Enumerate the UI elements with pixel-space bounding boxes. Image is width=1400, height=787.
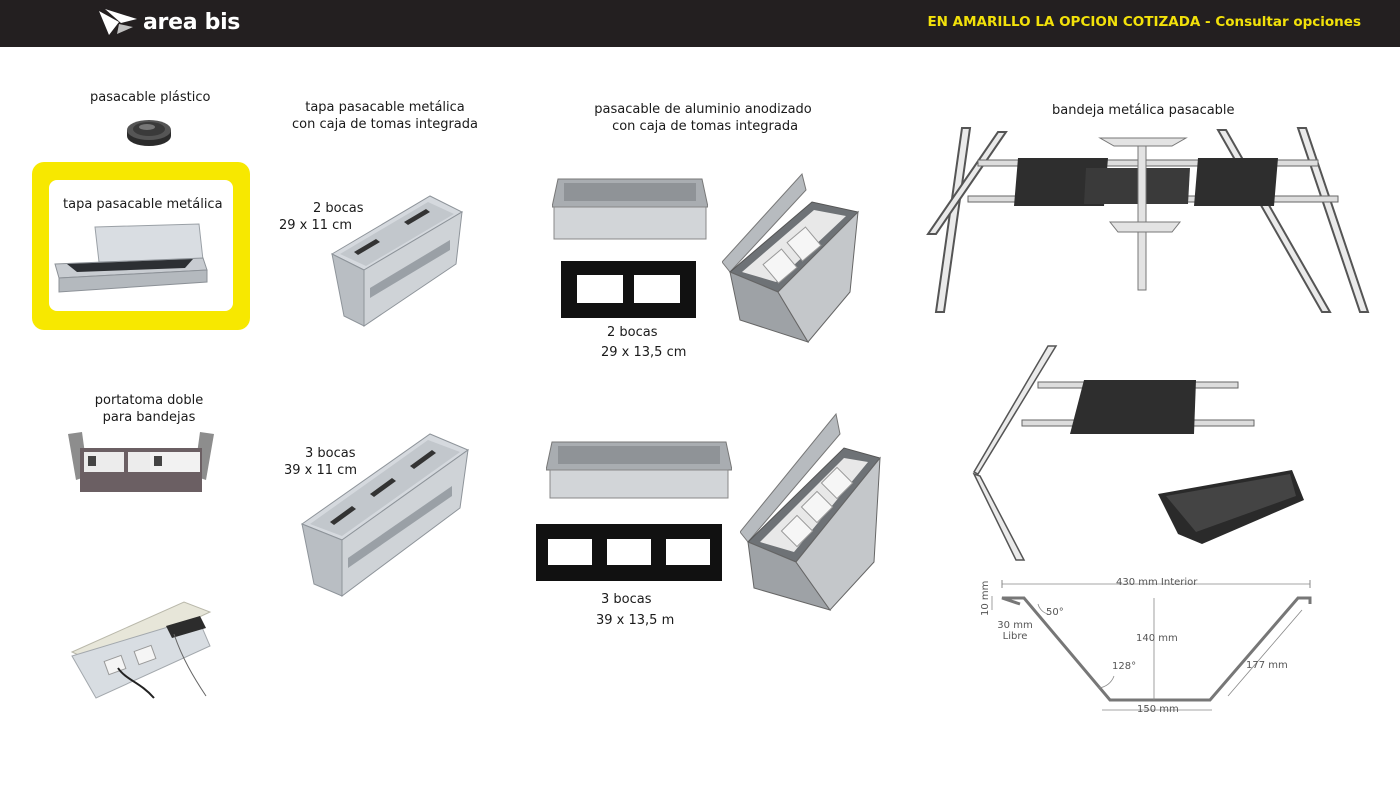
tray-bottom-angle-label: 128° xyxy=(1112,661,1137,672)
tray-free-label: 30 mm Libre xyxy=(997,620,1033,642)
header-bar: area bis EN AMARILLO LA OPCION COTIZADA … xyxy=(0,0,1400,47)
aluminum-2-open-image xyxy=(722,172,862,344)
dual-outlet-tray-image xyxy=(66,430,216,496)
tray-base-label: 150 mm xyxy=(1137,704,1179,715)
dual-outlet-title: portatoma doble para bandejas xyxy=(94,393,204,425)
brand-name: area bis xyxy=(143,9,241,35)
desk-frame-tray-image xyxy=(918,124,1390,320)
aluminum-2-size: 29 x 13,5 cm xyxy=(601,345,687,360)
plastic-grommet-image xyxy=(125,116,173,150)
tray-top-angle-label: 50° xyxy=(1046,607,1064,618)
tray-width-label: 430 mm Interior xyxy=(1116,577,1198,588)
aluminum-2-cutout-image xyxy=(561,261,696,318)
metal-tray-title: bandeja metálica pasacable xyxy=(1052,103,1235,118)
brand-logo[interactable]: area bis xyxy=(97,6,240,38)
aluminum-3-size: 39 x 13,5 m xyxy=(596,613,675,628)
metal-lid-title: tapa pasacable metálica xyxy=(63,197,223,212)
aluminum-3-closed-image xyxy=(546,440,732,500)
tray-depth-label: 140 mm xyxy=(1136,633,1178,644)
quote-banner: EN AMARILLO LA OPCION COTIZADA - Consult… xyxy=(927,14,1361,30)
tray-side-label: 177 mm xyxy=(1246,660,1288,671)
lid-2-outlets-count: 2 bocas xyxy=(313,201,364,216)
plastic-grommet-title: pasacable plástico xyxy=(90,90,211,105)
desk-frame-side-image xyxy=(972,344,1256,562)
aluminum-3-cutout-image xyxy=(536,524,722,581)
tray-detail-image xyxy=(1156,470,1306,546)
lid-3-outlets-count: 3 bocas xyxy=(305,446,356,461)
desk-grommet-open-image xyxy=(66,598,212,702)
aluminum-3-count: 3 bocas xyxy=(601,592,652,607)
tray-lip-label: 10 mm xyxy=(980,580,991,616)
lid-2-outlets-size: 29 x 11 cm xyxy=(279,218,352,233)
lid-with-outlets-title: tapa pasacable metálica con caja de toma… xyxy=(292,100,478,132)
tray-section-diagram xyxy=(980,576,1320,718)
aluminum-grommet-title: pasacable de aluminio anodizado con caja… xyxy=(594,102,812,134)
aluminum-3-open-image xyxy=(740,412,884,612)
area-bis-logo-icon xyxy=(99,9,137,35)
metal-lid-image xyxy=(53,222,209,298)
lid-2-outlets-image xyxy=(330,194,464,330)
lid-3-outlets-size: 39 x 11 cm xyxy=(284,463,357,478)
lid-3-outlets-image xyxy=(300,432,470,598)
aluminum-2-closed-image xyxy=(552,177,708,241)
aluminum-2-count: 2 bocas xyxy=(607,325,658,340)
